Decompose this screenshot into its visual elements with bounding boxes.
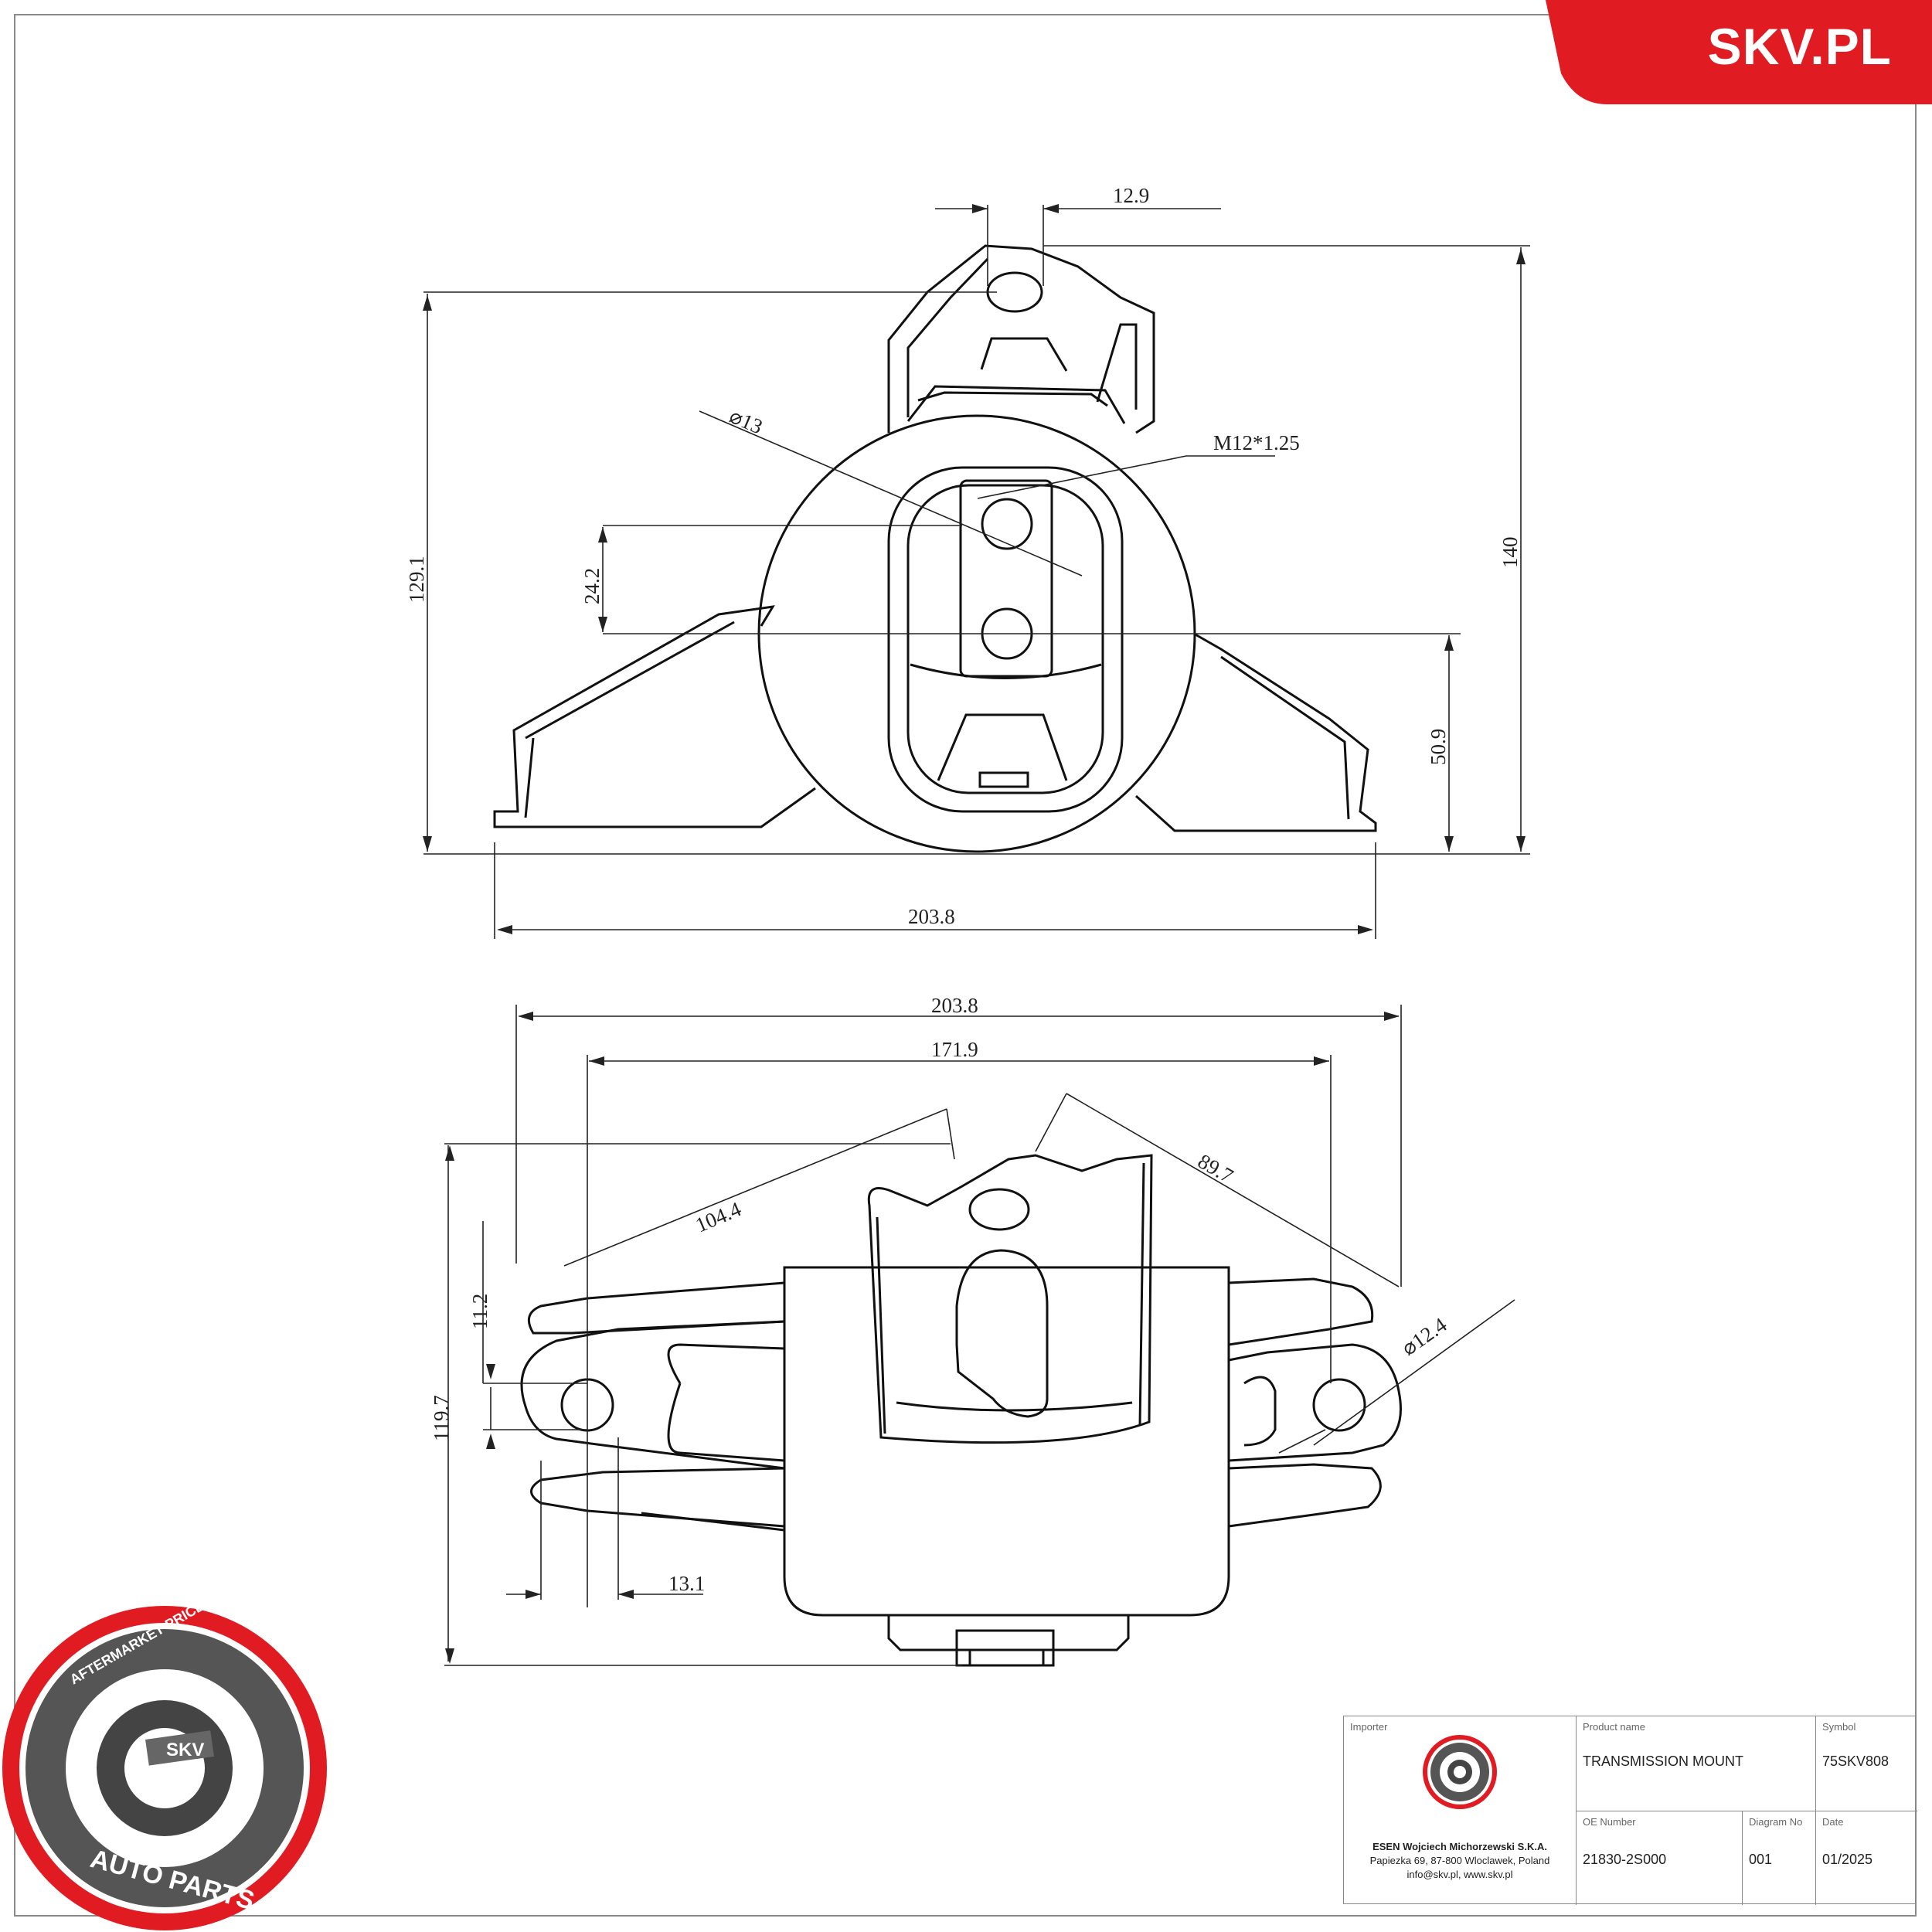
dim-offset: 11.2: [468, 1294, 492, 1329]
dimension-labels: 12.9 ⌀13 M12*1.25 129.1 140 24.2 50.9 20…: [405, 184, 1522, 1595]
top-view-part: [493, 244, 1377, 853]
importer-contact: info@skv.pl, www.skv.pl: [1406, 1869, 1513, 1880]
bottom-view-part: [520, 1154, 1402, 1667]
dim-edge-offset: 13.1: [668, 1572, 705, 1595]
dim-height-left: 129.1: [405, 556, 428, 603]
dim-height-bottom: 119.7: [430, 1395, 453, 1441]
quality-seal: SKV AFTERMARKET PRICE · OE QUALITY AUTO …: [2, 1549, 327, 1930]
date-cell: Date 01/2025: [1815, 1811, 1917, 1905]
dim-thread: M12*1.25: [1213, 431, 1300, 454]
dim-hole-width: 12.9: [1113, 184, 1149, 207]
dimension-lines: [423, 205, 1530, 1666]
diagram-cell: Diagram No 001: [1742, 1811, 1815, 1905]
dim-overall-width-bottom: 203.8: [931, 994, 978, 1017]
dim-stud-spacing: 24.2: [580, 568, 604, 604]
symbol-cell: Symbol 75SKV808: [1815, 1716, 1917, 1811]
importer-address: Papiezka 69, 87-800 Wloclawek, Poland: [1369, 1855, 1550, 1866]
dimension-arrows: [423, 204, 1526, 1664]
product-cell: Product name TRANSMISSION MOUNT: [1576, 1716, 1815, 1811]
brand-logo-text: SKV.PL: [1707, 18, 1892, 75]
dim-right-diagonal: 89.7: [1194, 1149, 1237, 1188]
symbol-value: 75SKV808: [1822, 1753, 1889, 1769]
brand-tab: [1546, 0, 1932, 104]
product-name: TRANSMISSION MOUNT: [1583, 1753, 1744, 1769]
dim-overall-width-top: 203.8: [908, 905, 955, 928]
dim-hole-spacing: 171.9: [931, 1038, 978, 1061]
dim-hole-diameter-bottom: ⌀12.4: [1397, 1313, 1451, 1360]
seal-center-text: SKV: [166, 1740, 204, 1760]
oe-cell: OE Number 21830-2S000: [1576, 1811, 1742, 1905]
title-block: Importer ESEN Wojciech Michorzewski S.K.…: [1343, 1716, 1917, 1905]
dim-hole-diameter: ⌀13: [726, 404, 767, 439]
date-value: 01/2025: [1822, 1852, 1873, 1867]
importer-seal-icon: [1423, 1735, 1497, 1809]
importer-cell: Importer ESEN Wojciech Michorzewski S.K.…: [1344, 1716, 1576, 1905]
importer-name: ESEN Wojciech Michorzewski S.K.A.: [1372, 1841, 1547, 1852]
oe-number: 21830-2S000: [1583, 1852, 1667, 1867]
diagram-number: 001: [1749, 1852, 1773, 1867]
dim-stud-height: 50.9: [1427, 729, 1450, 765]
dim-height-right: 140: [1498, 537, 1522, 569]
drawing-frame: [14, 14, 1917, 1917]
